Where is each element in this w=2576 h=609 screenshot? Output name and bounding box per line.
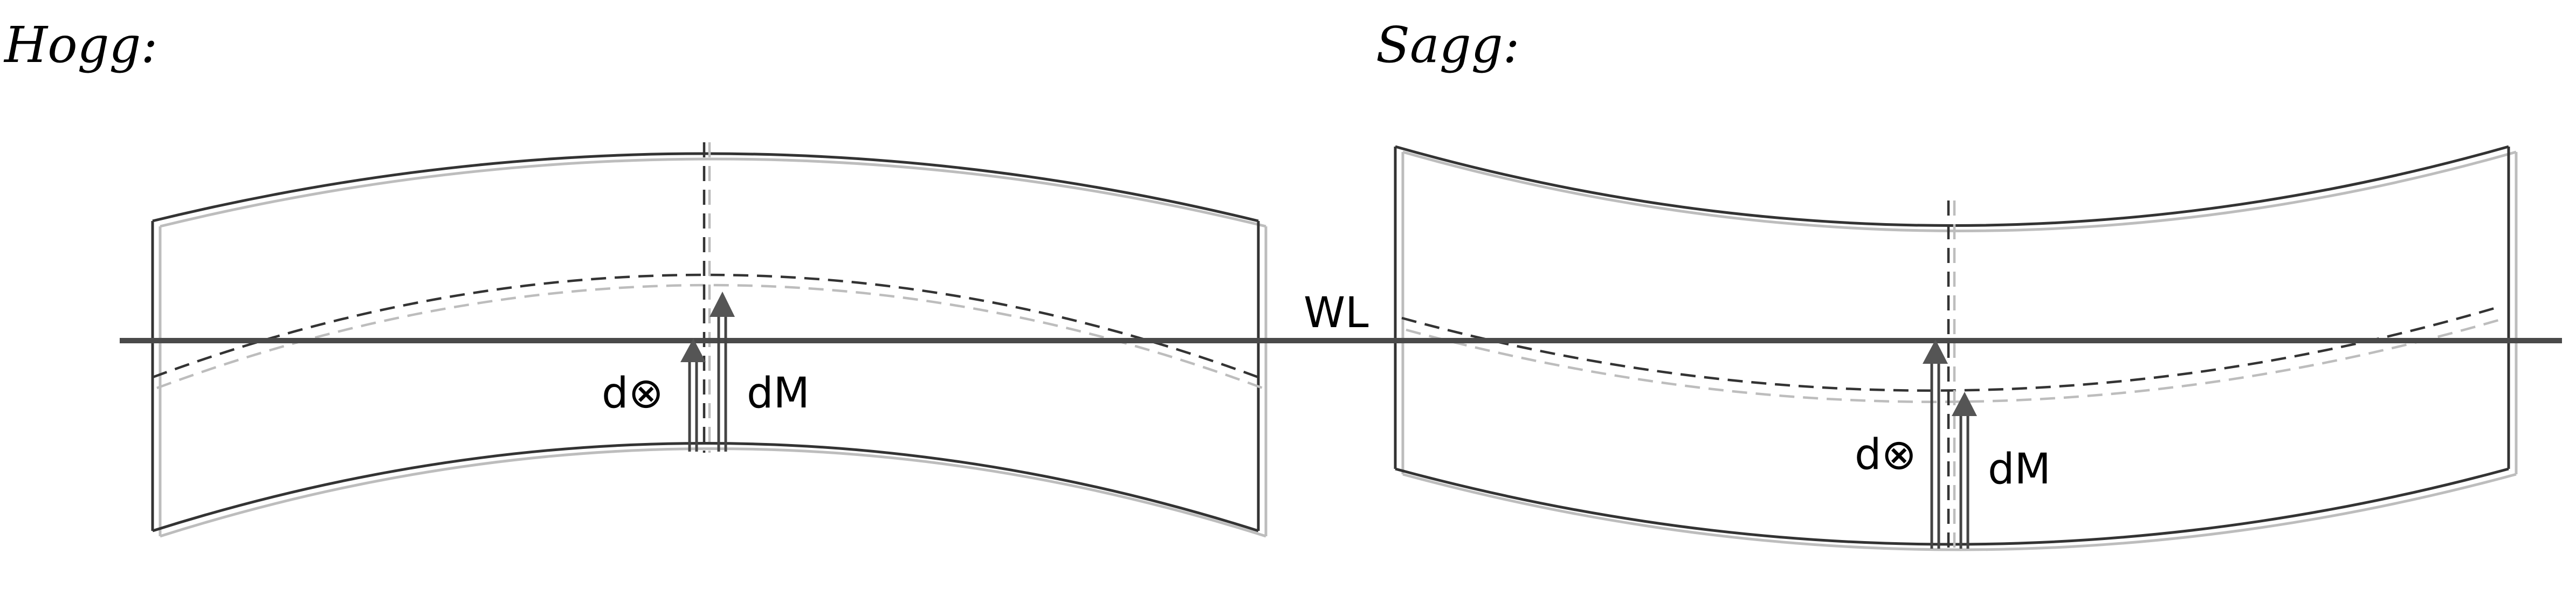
sagg-deck-line (1395, 145, 2509, 227)
hogg-deck-line (152, 152, 1259, 223)
hogg-keel-line (152, 442, 1259, 532)
sagg-mass-arrow (1952, 392, 1977, 549)
sagg-midship-line (1947, 200, 1956, 554)
sagg-buoyancy-label: d⊗ (1855, 431, 1917, 479)
hogg-neutral-axis (152, 273, 1263, 390)
sagg-neutral-axis (1401, 304, 2506, 403)
sagg-title: Sagg: (1376, 16, 1520, 74)
hogg-mass-arrow (710, 292, 735, 452)
hogg-midship-line (702, 142, 711, 453)
hogg-hull (151, 152, 1268, 538)
hogg-mass-label: dM (747, 369, 810, 418)
hogg-buoyancy-arrow (680, 338, 706, 452)
sagg-buoyancy-arrow (1923, 340, 1948, 549)
hogg-buoyancy-label: d⊗ (602, 369, 664, 418)
waterline-label: WL (1304, 289, 1369, 337)
hogg-title: Hogg: (3, 16, 157, 74)
sagg-hull (1394, 145, 2518, 551)
sagg-mass-label: dM (1988, 445, 2051, 494)
sagg-keel-line (1395, 467, 2509, 546)
